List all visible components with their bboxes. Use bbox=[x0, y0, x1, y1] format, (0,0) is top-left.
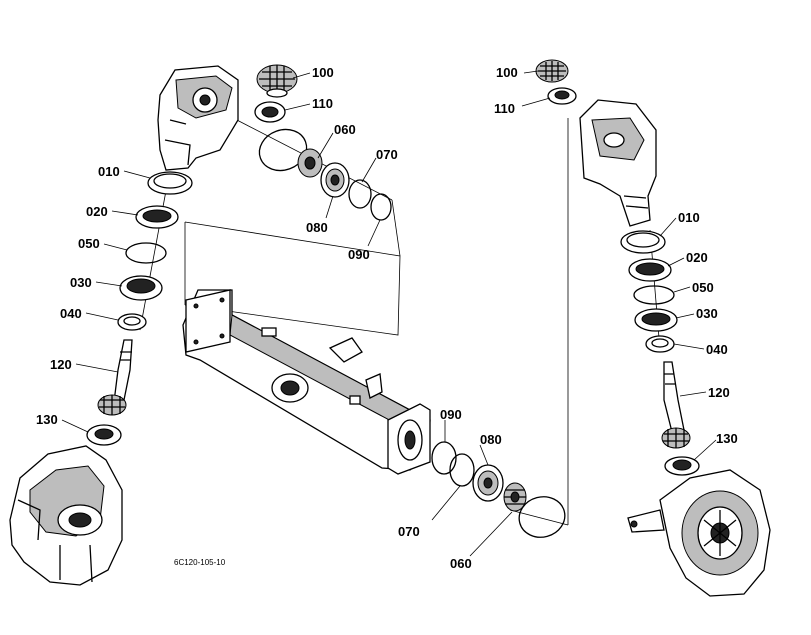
label-left-030: 030 bbox=[70, 275, 92, 290]
left-lower-gear-case bbox=[9, 445, 123, 586]
right-bevel-gear-100 bbox=[535, 59, 569, 83]
labels-center: 090 080 070 060 bbox=[398, 407, 502, 571]
left-bearing-110 bbox=[254, 101, 286, 123]
center-snapring-090 bbox=[431, 441, 457, 475]
right-bearing-110 bbox=[547, 87, 577, 105]
left-shim-050 bbox=[125, 242, 167, 264]
left-upper-ring-070 bbox=[348, 179, 372, 209]
label-left-100: 100 bbox=[312, 65, 334, 80]
label-left-080: 080 bbox=[306, 220, 328, 235]
label-right-050: 050 bbox=[692, 280, 714, 295]
left-upper-gear-case bbox=[157, 65, 239, 171]
label-right-020: 020 bbox=[686, 250, 708, 265]
right-upper-gear-case bbox=[579, 99, 657, 227]
right-seal-010 bbox=[620, 230, 666, 254]
label-left-090: 090 bbox=[348, 247, 370, 262]
label-left-050: 050 bbox=[78, 236, 100, 251]
label-right-040: 040 bbox=[706, 342, 728, 357]
label-right-010: 010 bbox=[678, 210, 700, 225]
right-lower-gear-case bbox=[627, 469, 771, 597]
label-right-130: 130 bbox=[716, 431, 738, 446]
center-gear-060 bbox=[503, 482, 527, 512]
left-pinion-shaft-120 bbox=[97, 339, 133, 416]
left-upper-bearing-080 bbox=[320, 162, 350, 198]
label-center-090: 090 bbox=[440, 407, 462, 422]
label-left-060: 060 bbox=[334, 122, 356, 137]
right-shim-050 bbox=[633, 285, 675, 305]
label-center-080: 080 bbox=[480, 432, 502, 447]
label-right-030: 030 bbox=[696, 306, 718, 321]
label-right-100: 100 bbox=[496, 65, 518, 80]
right-bearing-030 bbox=[634, 308, 678, 332]
left-seal-010 bbox=[147, 171, 193, 195]
label-left-120: 120 bbox=[50, 357, 72, 372]
center-bearing-080 bbox=[472, 464, 504, 502]
label-left-130: 130 bbox=[36, 412, 58, 427]
left-upper-oring bbox=[258, 128, 308, 172]
left-upper-gear-060 bbox=[297, 148, 323, 178]
center-ring-070 bbox=[449, 453, 475, 487]
right-collar-040 bbox=[645, 335, 675, 353]
leader-lines bbox=[61, 70, 717, 557]
right-pinion-shaft-120 bbox=[661, 361, 691, 449]
drawing-code: 6C120-105-10 bbox=[174, 558, 226, 567]
left-bearing-130 bbox=[86, 424, 122, 446]
right-bearing-020 bbox=[628, 258, 672, 282]
left-bevel-gear-100 bbox=[256, 64, 298, 98]
left-collar-040 bbox=[117, 313, 147, 331]
left-bearing-020 bbox=[135, 205, 179, 229]
left-upper-snapring-090 bbox=[370, 193, 392, 221]
label-right-110: 110 bbox=[494, 101, 515, 116]
label-left-070: 070 bbox=[376, 147, 398, 162]
labels-right: 100 110 010 020 050 030 040 120 130 bbox=[494, 65, 738, 446]
labels-left: 100 110 060 070 080 090 010 020 050 030 … bbox=[36, 65, 398, 427]
label-left-010: 010 bbox=[98, 164, 120, 179]
label-center-060: 060 bbox=[450, 556, 472, 571]
axle-housing bbox=[182, 289, 431, 475]
label-left-020: 020 bbox=[86, 204, 108, 219]
label-left-040: 040 bbox=[60, 306, 82, 321]
label-left-110: 110 bbox=[312, 96, 333, 111]
left-bearing-030 bbox=[119, 275, 163, 301]
right-bearing-130 bbox=[664, 456, 700, 476]
label-center-070: 070 bbox=[398, 524, 420, 539]
label-right-120: 120 bbox=[708, 385, 730, 400]
center-oring bbox=[518, 496, 566, 538]
